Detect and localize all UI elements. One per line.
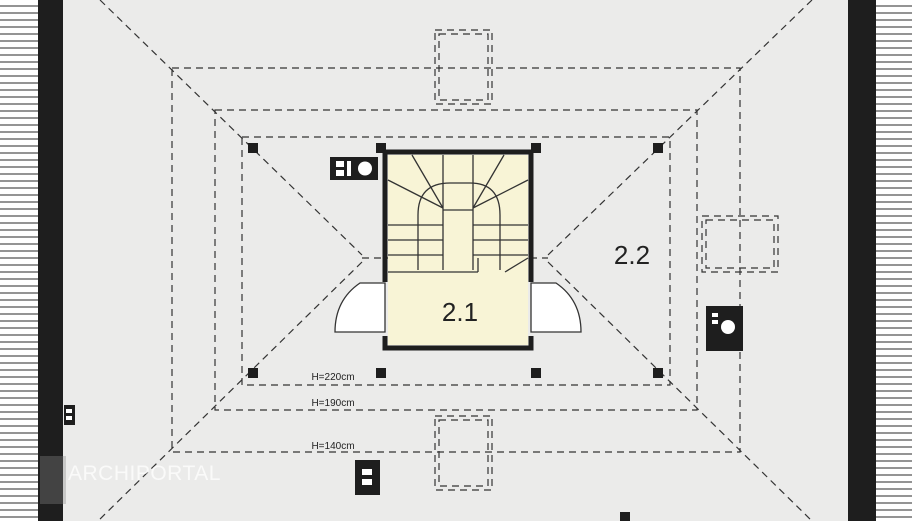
height-label-190: H=190cm (311, 398, 354, 409)
skylight (438, 419, 489, 487)
staircase (387, 154, 529, 273)
left-roof-hatch (0, 0, 38, 521)
vent-icon (620, 512, 630, 521)
right-roof-hatch (876, 0, 912, 521)
height-line-140 (171, 67, 741, 453)
chimney-icon (330, 157, 378, 180)
vent-icon (706, 306, 743, 351)
left-wall (38, 0, 63, 521)
skylight (434, 29, 493, 105)
room-label-2-1: 2.1 (442, 297, 478, 327)
right-wall (848, 0, 876, 521)
room-2-1[interactable] (388, 155, 528, 345)
skylight (434, 415, 493, 491)
watermark-logo (40, 456, 220, 506)
height-line-190 (214, 109, 698, 411)
skylight (438, 33, 489, 101)
door-right[interactable] (530, 282, 582, 333)
door-left[interactable] (334, 282, 386, 333)
height-line-220 (241, 136, 671, 386)
height-label-140: H=140cm (311, 441, 354, 452)
height-label-220: H=220cm (311, 372, 354, 383)
roof-hip-line (97, 261, 363, 521)
skylight (701, 215, 779, 273)
vent-icon (355, 460, 380, 495)
roof-hip-line (547, 0, 813, 256)
watermark-text: ARCHIPORTAL (68, 462, 221, 485)
roof-hip-line (547, 261, 813, 521)
room-label-2-2: 2.2 (614, 240, 650, 270)
socket-icon (64, 405, 75, 425)
skylight (705, 219, 775, 269)
stair-walls (382, 149, 534, 351)
posts (248, 143, 663, 378)
roof-hip-line (99, 0, 363, 256)
